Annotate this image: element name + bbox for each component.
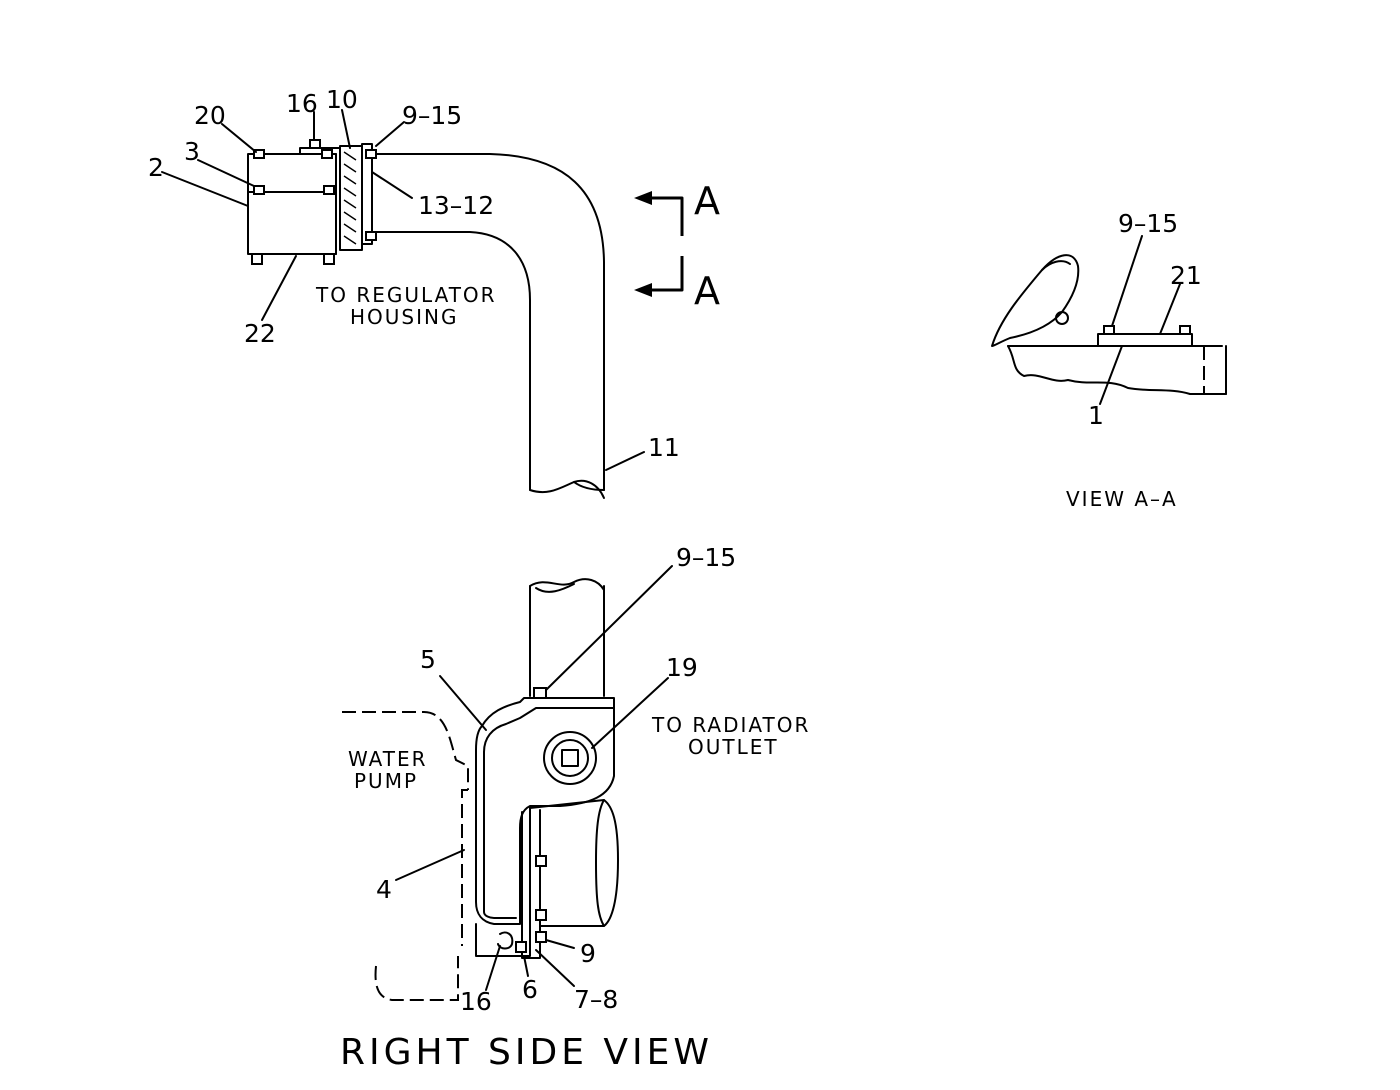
callout-16-top: 16 <box>286 89 318 118</box>
callout-20: 20 <box>194 101 226 130</box>
label-to-regulator-line1: TO REGULATOR <box>315 283 497 307</box>
callout-9-15-side: 9–15 <box>676 543 736 572</box>
callout-2: 2 <box>148 153 164 182</box>
callout-9-15-view: 9–15 <box>1118 209 1178 238</box>
callout-16-bottom: 16 <box>460 987 492 1016</box>
section-mark-upper: A <box>694 179 720 223</box>
label-water-pump-line2: PUMP <box>354 769 418 793</box>
label-water-pump-line1: WATER <box>348 747 428 771</box>
housing-body <box>475 697 615 925</box>
side-assembly <box>342 565 673 1001</box>
gasket <box>339 145 363 251</box>
callout-5: 5 <box>420 645 436 674</box>
label-to-radiator-line2: OUTLET <box>688 735 779 759</box>
callout-9: 9 <box>580 939 596 968</box>
label-to-radiator-line1: TO RADIATOR <box>651 713 810 737</box>
callout-10: 10 <box>326 85 358 114</box>
label-to-regulator-line2: HOUSING <box>350 305 458 329</box>
callout-11: 11 <box>648 433 680 462</box>
top-leaders <box>161 109 645 471</box>
view-aa <box>991 235 1227 405</box>
callout-3: 3 <box>184 137 200 166</box>
hose-outer-wall <box>375 153 605 491</box>
section-markers: A A <box>634 179 720 313</box>
callout-9-15-top: 9–15 <box>402 101 462 130</box>
section-mark-lower: A <box>694 269 720 313</box>
diagram-title: RIGHT SIDE VIEW <box>340 1032 713 1073</box>
callout-19: 19 <box>666 653 698 682</box>
callout-13-12: 13–12 <box>418 191 494 220</box>
flange-lower <box>247 191 337 255</box>
callout-6: 6 <box>522 975 538 1004</box>
callout-4: 4 <box>376 875 392 904</box>
label-view-aa: VIEW A–A <box>1066 487 1178 511</box>
callout-22: 22 <box>244 319 276 348</box>
top-assembly <box>247 139 605 499</box>
callout-7-8: 7–8 <box>574 985 618 1014</box>
hose-inner-wall <box>375 231 531 491</box>
callout-1: 1 <box>1088 401 1104 430</box>
callout-21: 21 <box>1170 261 1202 290</box>
